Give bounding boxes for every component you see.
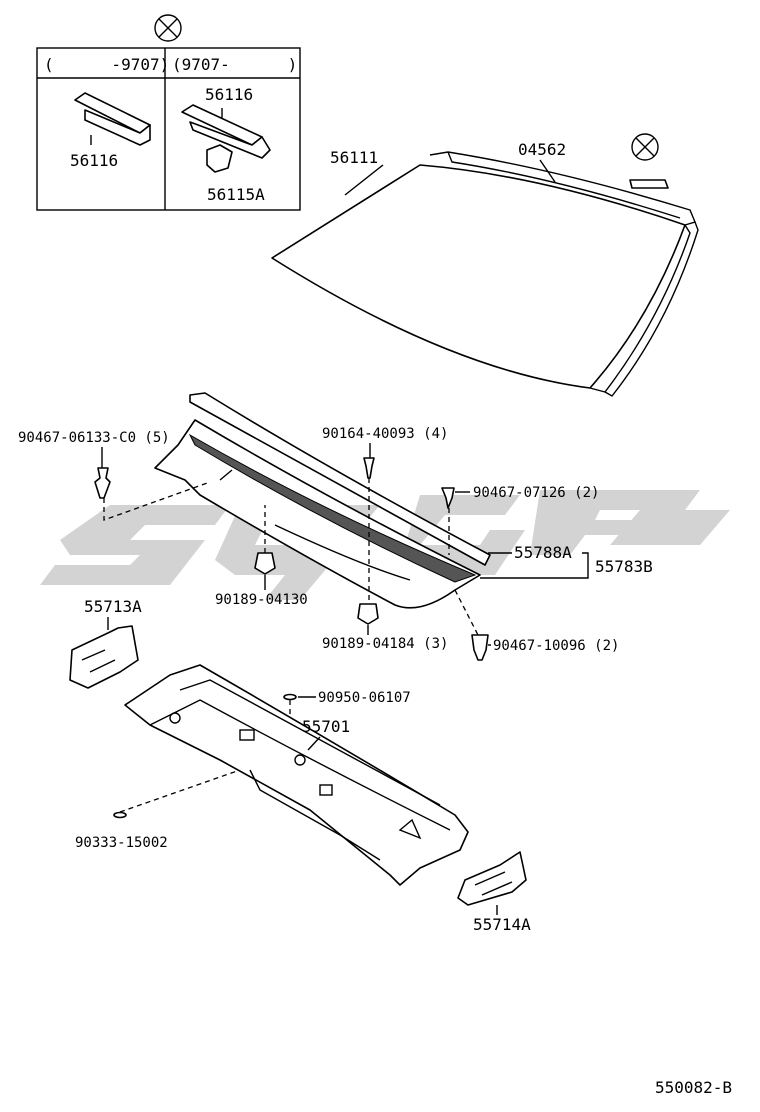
bracket-left-label: 55713A bbox=[84, 597, 142, 616]
screw-label: 90164-40093 (4) bbox=[322, 426, 448, 442]
nut-fastener bbox=[254, 552, 276, 575]
clip-fastener bbox=[94, 467, 111, 499]
screw-fastener bbox=[363, 457, 375, 479]
inset-box: ( -9707) (9707- ) 56116 56116 56115A bbox=[36, 47, 301, 211]
plug2-label: 90333-15002 bbox=[75, 835, 168, 851]
inset-right-bracket bbox=[181, 104, 271, 173]
windshield-glass bbox=[271, 151, 699, 397]
inset-left-part-label: 56116 bbox=[70, 151, 118, 170]
inset-right-part-bottom-label: 56115A bbox=[207, 185, 265, 204]
clip-fastener bbox=[441, 487, 455, 509]
cowl-louver bbox=[154, 392, 491, 609]
plug-icon bbox=[283, 693, 297, 701]
bracket-right bbox=[457, 851, 527, 906]
inset-col-right-header: (9707- ) bbox=[172, 55, 297, 74]
circled-x-icon bbox=[631, 133, 659, 161]
seal-label: 55788A bbox=[514, 543, 572, 562]
clip2-label: 90467-07126 (2) bbox=[473, 485, 599, 501]
molding-clip bbox=[629, 179, 669, 189]
cowl-panel bbox=[124, 664, 469, 886]
inset-right-part-top-label: 56116 bbox=[205, 85, 253, 104]
clip-fastener bbox=[471, 634, 489, 661]
clip1-label: 90467-06133-C0 (5) bbox=[18, 430, 170, 446]
cowl-louver-label: 55783B bbox=[595, 557, 653, 576]
bracket-right-label: 55714A bbox=[473, 915, 531, 934]
inset-left-bracket bbox=[74, 92, 151, 146]
inset-col-left-header: ( -9707) bbox=[44, 55, 169, 74]
windshield-label: 56111 bbox=[330, 148, 378, 167]
cowl-panel-label: 55701 bbox=[302, 717, 350, 736]
nut-fastener bbox=[357, 603, 379, 625]
circled-x-icon bbox=[154, 14, 182, 42]
plug1-label: 90950-06107 bbox=[318, 690, 411, 706]
plug-icon bbox=[113, 811, 127, 819]
clip3-label: 90467-10096 (2) bbox=[493, 638, 619, 654]
nut1-label: 90189-04130 bbox=[215, 592, 308, 608]
bracket-left bbox=[69, 625, 139, 689]
diagram-code: 550082-B bbox=[655, 1078, 732, 1097]
nut2-label: 90189-04184 (3) bbox=[322, 636, 448, 652]
molding-label: 04562 bbox=[518, 140, 566, 159]
